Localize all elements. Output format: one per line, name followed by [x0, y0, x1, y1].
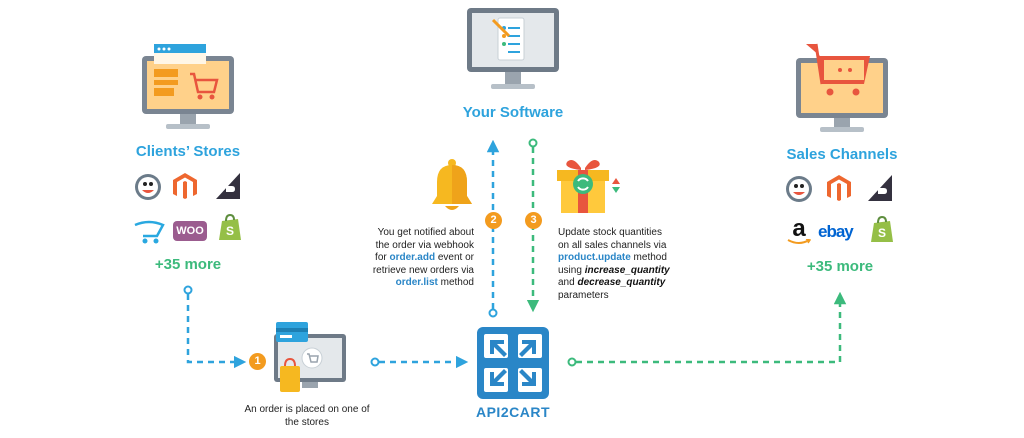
step-2-text: event or	[435, 252, 474, 263]
magento-icon	[173, 173, 197, 199]
step-2-text: for	[375, 252, 390, 263]
api2cart-title: API2CART	[475, 404, 550, 420]
decrease-quantity-param: decrease_quantity	[577, 277, 666, 288]
channels-more-label: +35 more	[806, 258, 874, 275]
step-1-badge: 1	[249, 353, 266, 370]
api2cart-logo-icon	[477, 327, 549, 399]
product-update-method: product.update	[558, 252, 631, 263]
prestashop-icon	[135, 174, 161, 200]
bigcommerce-icon	[868, 175, 892, 201]
step-1-description: An order is placed on one of the stores	[244, 404, 370, 428]
ebay-wordmark: ebay	[818, 222, 854, 241]
sales-channels-title: Sales Channels	[786, 146, 898, 163]
step-2-line: for order.add event or	[340, 252, 474, 265]
step-2-line: order.list method	[340, 277, 474, 290]
step-2-line: You get notified about	[377, 227, 474, 238]
bigcommerce-icon	[216, 173, 240, 199]
step-2-description: You get notified about the order via web…	[340, 227, 474, 290]
sales-channels-monitor-icon	[796, 43, 888, 132]
step-3-badge: 3	[525, 212, 542, 229]
clients-more-label: +35 more	[154, 256, 222, 273]
step-2-badge: 2	[485, 212, 502, 229]
step-3-line: on all sales channels via	[558, 239, 667, 251]
shopify-icon: S	[871, 216, 893, 242]
svg-text:S: S	[878, 226, 886, 240]
clients-stores-monitor-icon	[142, 44, 234, 129]
step-3-line: product.update method	[558, 252, 708, 265]
step-3-line: using increase_quantity	[558, 265, 708, 278]
clients-stores-title: Clients’ Stores	[135, 143, 241, 160]
bell-icon	[432, 159, 472, 210]
step-2-text: method	[437, 277, 474, 288]
gift-sync-icon	[557, 160, 620, 213]
ebay-icon: ebay	[818, 222, 864, 242]
opencart-icon	[134, 220, 165, 244]
step-3-text: method	[630, 252, 667, 263]
shopify-icon: S	[219, 214, 241, 240]
order-add-event: order.add	[389, 252, 436, 263]
woocommerce-icon: WOO	[173, 221, 207, 241]
step-2-line: retrieve new orders via	[372, 264, 474, 276]
svg-text:S: S	[226, 224, 234, 238]
step-3-description: Update stock quantities on all sales cha…	[558, 227, 708, 302]
magento-icon	[827, 175, 851, 201]
step-3-text: and	[558, 277, 578, 288]
amazon-icon: a	[786, 215, 812, 246]
prestashop-icon	[786, 176, 812, 202]
amazon-wordmark: a	[792, 215, 806, 242]
order-placed-icon	[274, 322, 346, 392]
step-3-line: and decrease_quantity	[558, 277, 708, 290]
step-3-text: using	[558, 264, 585, 276]
order-list-method: order.list	[395, 277, 438, 288]
step-2-line: the order via webhook	[375, 239, 474, 251]
step-3-line: parameters	[558, 289, 609, 301]
increase-quantity-param: increase_quantity	[584, 264, 670, 276]
your-software-title: Your Software	[462, 104, 564, 121]
your-software-monitor-icon	[467, 8, 559, 89]
step-3-line: Update stock quantities	[558, 227, 662, 238]
